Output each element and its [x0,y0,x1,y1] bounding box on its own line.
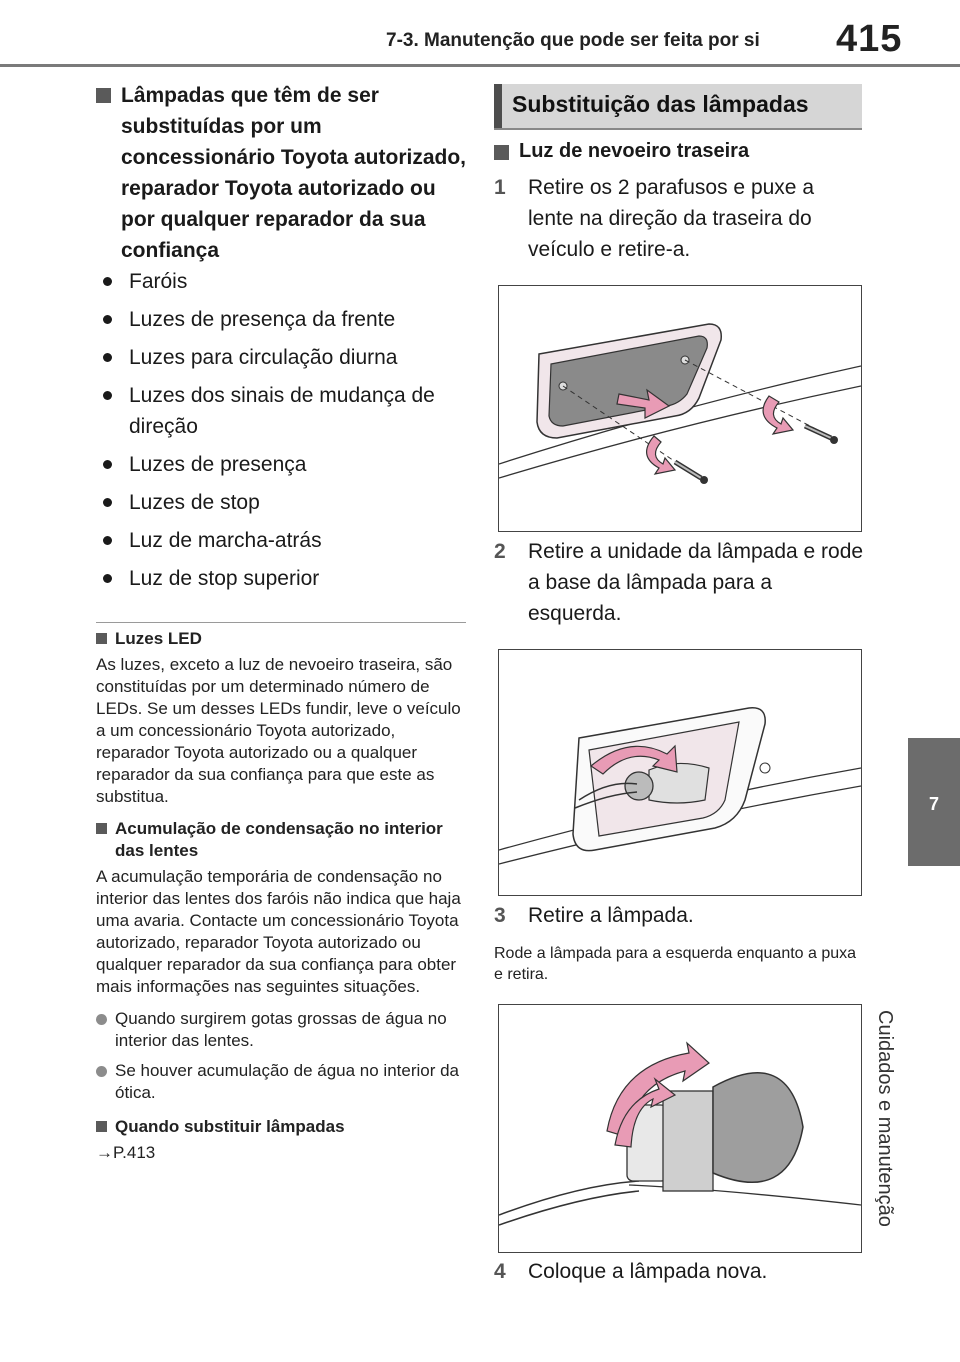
step-4: 4 Coloque a lâmpada nova. [494,1256,864,1287]
step-3: 3 Retire a lâmpada. [494,900,864,931]
remove-bulb-illustration [499,1041,861,1226]
bullet-dot-icon [96,1014,107,1025]
square-bullet-icon [96,633,107,644]
figure-rotate-base [498,649,862,896]
bullet-dot-icon [103,353,112,362]
section-bar-accent [494,84,502,128]
header-rule [0,64,960,67]
chapter-tab: 7 [908,738,960,866]
list-item: Luz de marcha-atrás [96,525,466,556]
bulb-list: Faróis Luzes de presença da frente Luzes… [96,266,466,601]
chapter-number: 7 [928,794,939,814]
list-item: Faróis [96,266,466,297]
step-3-note: Rode a lâmpada para a esquerda enquanto … [494,945,857,983]
section-title: Substituição das lâmpadas [512,91,809,117]
bullet-dot-icon [103,536,112,545]
list-item: Luzes de presença da frente [96,304,466,335]
list-item: Luz de stop superior [96,563,466,594]
figure-remove-bulb [498,1004,862,1253]
page-reference-link[interactable]: →P.413 [96,1143,156,1162]
square-bullet-icon [96,823,107,834]
list-item: Se houver acumulação de água no interior… [96,1060,466,1104]
note-title-replace: Quando substituir lâmpadas [96,1116,466,1138]
note-title-led: Luzes LED [96,628,466,650]
step-number: 1 [494,176,506,199]
note-text-led: As luzes, exceto a luz de nevoeiro trase… [96,655,461,806]
bullet-dot-icon [103,315,112,324]
step-text: Retire a unidade da lâmpada e rode a bas… [528,540,864,625]
step-2: 2 Retire a unidade da lâmpada e rode a b… [494,536,864,629]
square-bullet-icon [96,1121,107,1132]
step-number: 4 [494,1260,506,1283]
section-title-bar: Substituição das lâmpadas [494,84,862,128]
square-bullet-icon [96,88,111,103]
page-number: 415 [836,18,903,60]
header-title: 7-3. Manutenção que pode ser feita por s… [386,30,760,51]
list-item: Luzes para circulação diurna [96,342,466,373]
step-text: Coloque a lâmpada nova. [528,1260,768,1283]
bullet-dot-icon [103,391,112,400]
subheading: Luz de nevoeiro traseira [494,140,864,163]
left-heading-text: Lâmpadas que têm de ser substituídas por… [121,84,467,262]
bullet-dot-icon [96,1066,107,1077]
step-text: Retire os 2 parafusos e puxe a lente na … [528,176,815,261]
rotate-base-illustration [499,707,861,865]
list-item: Quando surgirem gotas grossas de água no… [96,1008,466,1052]
square-bullet-icon [494,145,509,160]
chapter-label: Cuidados e manutenção [874,1010,896,1227]
figure-remove-lens [498,285,862,532]
list-item: Luzes de stop [96,487,466,518]
step-number: 2 [494,540,506,563]
step-text: Retire a lâmpada. [528,904,694,927]
step-number: 3 [494,904,506,927]
list-item: Luzes dos sinais de mudança de direção [96,380,466,442]
list-item: Luzes de presença [96,449,466,480]
bullet-dot-icon [103,574,112,583]
bullet-dot-icon [103,498,112,507]
step-1: 1 Retire os 2 parafusos e puxe a lente n… [494,172,864,265]
bullet-dot-icon [103,277,112,286]
bullet-dot-icon [103,460,112,469]
notes-section: Luzes LED As luzes, exceto a luz de nevo… [96,628,466,1174]
note-text-condensation: A acumulação temporária de condensação n… [96,867,461,996]
note-title-condensation: Acumulação de condensação no interior da… [96,818,466,862]
divider [96,622,466,623]
section-bar-rule [494,128,862,130]
left-heading: Lâmpadas que têm de ser substituídas por… [96,80,466,266]
remove-lens-illustration [499,323,861,484]
